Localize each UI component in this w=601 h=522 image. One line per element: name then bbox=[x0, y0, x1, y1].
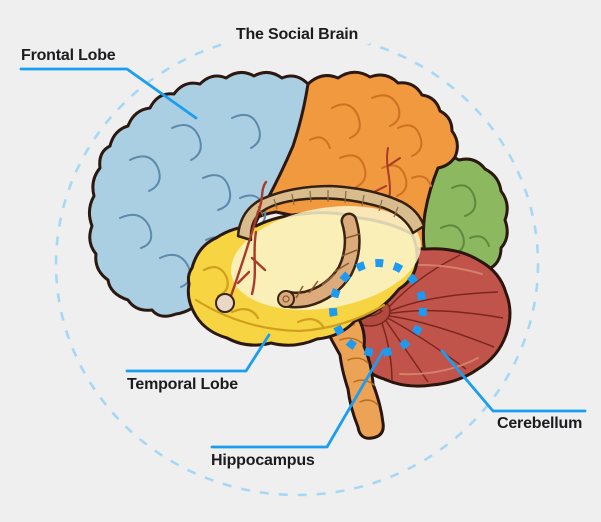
hippocampus-highlight-circle bbox=[329, 259, 427, 357]
leader-line-temporal bbox=[125, 333, 271, 373]
hippocampus-structure bbox=[277, 212, 361, 309]
corpus-callosum-hatching bbox=[257, 190, 399, 218]
corpus-callosum bbox=[236, 184, 426, 242]
label-temporal-lobe: Temporal Lobe bbox=[127, 376, 238, 393]
label-frontal-lobe: Frontal Lobe bbox=[21, 47, 116, 64]
label-cerebellum: Cerebellum bbox=[497, 415, 583, 432]
outer-dashed-circle bbox=[54, 31, 540, 497]
leader-line-hippocampus bbox=[210, 349, 385, 449]
cerebral-arteries bbox=[229, 180, 268, 298]
label-hippocampus: Hippocampus bbox=[211, 452, 315, 469]
temporal-fold-lines bbox=[194, 265, 386, 333]
leader-line-frontal bbox=[19, 67, 198, 120]
hippocampus-segments bbox=[295, 233, 361, 299]
mammillary-body bbox=[215, 293, 235, 313]
leader-line-cerebellum bbox=[440, 349, 587, 413]
temporal-inner-highlight bbox=[231, 206, 421, 310]
diagram-title: The Social Brain bbox=[223, 26, 371, 44]
